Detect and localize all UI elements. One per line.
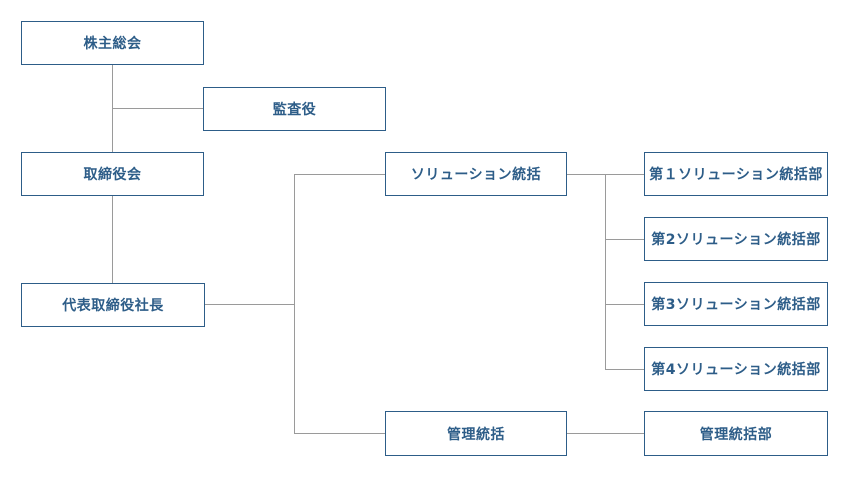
solutions-dept-1-box: 第１ソリューション統括部	[644, 152, 828, 196]
solutions-dept-2-box: 第2ソリューション統括部	[644, 217, 828, 261]
auditor-box: 監査役	[203, 87, 386, 131]
shareholders-meeting-box: 株主総会	[21, 21, 204, 65]
board-box: 取締役会	[21, 152, 204, 196]
solutions-dept-4-box: 第4ソリューション統括部	[644, 347, 828, 391]
admin-head-box: 管理統括	[385, 411, 567, 456]
ceo-box: 代表取締役社長	[21, 283, 205, 327]
admin-dept-box: 管理統括部	[644, 411, 828, 456]
solutions-dept-3-box: 第3ソリューション統括部	[644, 282, 828, 326]
solutions-head-box: ソリューション統括	[385, 152, 567, 196]
